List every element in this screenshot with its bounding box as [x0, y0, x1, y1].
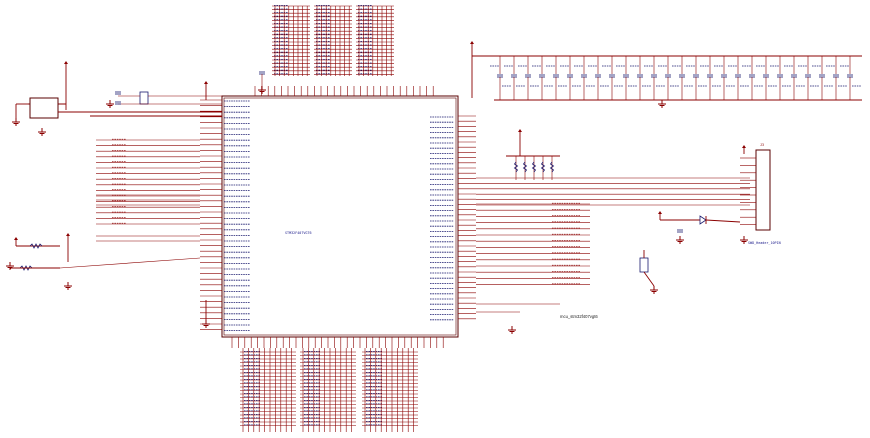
mcu-ic-inner [223, 97, 457, 336]
sheet-note: mcu_stm32f407vgt6 [560, 314, 598, 319]
decoupling-capacitor [665, 74, 671, 78]
led-resistor [639, 257, 649, 273]
decoupling-capacitor [763, 74, 769, 78]
vcc-arrow [658, 211, 662, 214]
crystal-load-cap [115, 91, 121, 95]
vcc-arrow [742, 145, 746, 148]
vcap-capacitor [259, 71, 265, 75]
decoupling-capacitor [693, 74, 699, 78]
vcc-arrow [470, 41, 474, 44]
vcc-arrow [66, 233, 70, 236]
swd-connector-ref: J3 [760, 143, 764, 147]
crystal-body [139, 91, 149, 105]
decoupling-capacitor [581, 74, 587, 78]
vcc-arrow [64, 61, 68, 64]
pullup-resistor [522, 161, 528, 173]
vcc-arrow [14, 237, 18, 240]
left-bottom-to-mcu [59, 257, 201, 269]
pullup-resistor [549, 161, 555, 173]
resistor-zigzag [19, 265, 33, 271]
vcc-left-bottom-2 [66, 233, 70, 242]
decoupling-capacitor [819, 74, 825, 78]
led-to-connector [705, 219, 741, 223]
decoupling-capacitor [651, 74, 657, 78]
ground-reset-2 [38, 128, 46, 136]
ground-left-bottom [6, 262, 14, 270]
decoupling-capacitor [567, 74, 573, 78]
ground-led [650, 286, 658, 294]
led-diode [699, 215, 707, 225]
decoupling-capacitor [553, 74, 559, 78]
decoupling-capacitor [539, 74, 545, 78]
vcc-reset [64, 61, 68, 70]
mcu-part-number: STM32F407VGT6 [285, 231, 312, 235]
vcc-arrow [204, 81, 208, 84]
decoupling-capacitor [735, 74, 741, 78]
vcc-swd-pullup [518, 129, 522, 138]
reset-chip-body [29, 97, 59, 119]
ground-left-bottom-2 [64, 282, 72, 290]
pullup-resistor [531, 161, 537, 173]
decoupling-capacitor [791, 74, 797, 78]
ground-reset [12, 118, 20, 126]
crystal-load-cap [115, 101, 121, 105]
decoupling-capacitor [679, 74, 685, 78]
ground-decoupling [658, 100, 666, 108]
decoupling-capacitor [595, 74, 601, 78]
vcc-swd-connector [742, 145, 746, 154]
ground-led-cap [676, 236, 684, 244]
vcc-mcu-top [204, 81, 208, 90]
swd-connector-body [755, 149, 771, 231]
decoupling-capacitor [707, 74, 713, 78]
decoupling-capacitor [833, 74, 839, 78]
vcc-arrow [518, 129, 522, 132]
ground-swd-connector [740, 236, 748, 244]
led-filter-cap [677, 229, 683, 233]
pullup-resistor [513, 161, 519, 173]
decoupling-capacitor [497, 74, 503, 78]
decoupling-capacitor [609, 74, 615, 78]
decoupling-capacitor [637, 74, 643, 78]
vcc-left-bottom [14, 237, 18, 246]
ground-crystal [106, 100, 114, 108]
pullup-resistor [540, 161, 546, 173]
mcu-ic-body [221, 95, 459, 338]
decoupling-capacitor [805, 74, 811, 78]
led-resistor-bottom [643, 271, 655, 287]
decoupling-capacitor [623, 74, 629, 78]
ground-right [508, 326, 516, 334]
decoupling-capacitor [847, 74, 853, 78]
decoupling-capacitor [749, 74, 755, 78]
resistor-zigzag [29, 243, 43, 249]
ground-mcu [202, 320, 210, 328]
decoupling-capacitor [721, 74, 727, 78]
swd-connector-name: SWD_Header_10PIN [748, 241, 781, 245]
decoupling-capacitor [525, 74, 531, 78]
vcc-led [658, 211, 662, 220]
decoupling-capacitor [511, 74, 517, 78]
vcc-decoupling [470, 41, 474, 50]
ground-vcap [258, 86, 266, 94]
decoupling-capacitor [777, 74, 783, 78]
